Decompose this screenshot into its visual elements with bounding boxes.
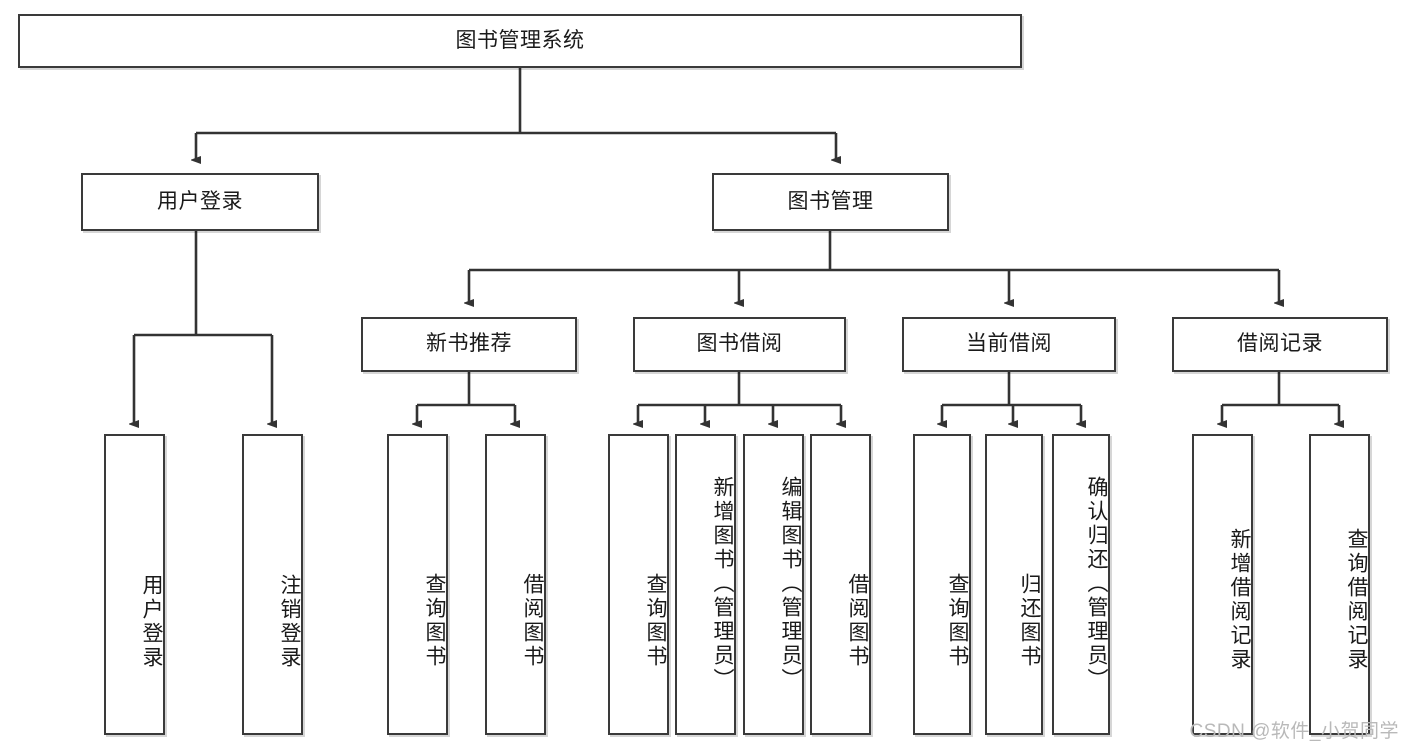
node-leaf-borrow-book-1[interactable]: 借阅图书: [485, 434, 546, 735]
node-leaf-borrow-book-2[interactable]: 借阅图书: [810, 434, 871, 735]
node-leaf-query-record-label: 查询借阅记录: [1345, 527, 1368, 672]
node-leaf-query-record[interactable]: 查询借阅记录: [1309, 434, 1370, 735]
node-leaf-return-book-label: 归还图书: [1018, 572, 1041, 669]
node-current-borrow[interactable]: 当前借阅: [902, 317, 1116, 372]
node-book-borrow-label: 图书借阅: [696, 332, 783, 356]
node-leaf-add-record-label: 新增借阅记录: [1228, 527, 1251, 672]
node-book-borrow[interactable]: 图书借阅: [633, 317, 846, 372]
node-leaf-query-book-3-label: 查询图书: [946, 572, 969, 669]
node-leaf-add-record[interactable]: 新增借阅记录: [1192, 434, 1253, 735]
node-user-login-label: 用户登录: [157, 189, 243, 213]
node-leaf-query-book-1[interactable]: 查询图书: [387, 434, 448, 735]
node-borrow-record[interactable]: 借阅记录: [1172, 317, 1388, 372]
node-leaf-add-book[interactable]: 新增图书（管理员）: [675, 434, 736, 735]
watermark: CSDN @软件_小贺同学: [1189, 721, 1399, 742]
node-leaf-edit-book[interactable]: 编辑图书（管理员）: [743, 434, 804, 735]
node-leaf-borrow-book-1-label: 借阅图书: [521, 572, 544, 669]
node-book-manage-label: 图书管理: [787, 189, 874, 213]
node-leaf-query-book-3[interactable]: 查询图书: [913, 434, 971, 735]
node-leaf-query-book-1-label: 查询图书: [423, 572, 446, 669]
node-root-label: 图书管理系统: [455, 28, 585, 52]
node-leaf-user-login[interactable]: 用户登录: [104, 434, 165, 735]
node-leaf-user-login-label: 用户登录: [140, 573, 163, 670]
node-new-book-recommend[interactable]: 新书推荐: [361, 317, 577, 372]
node-leaf-confirm-return-label: 确认归还（管理员）: [1085, 475, 1108, 692]
node-leaf-query-book-2-label: 查询图书: [644, 572, 667, 669]
node-leaf-return-book[interactable]: 归还图书: [985, 434, 1043, 735]
node-new-book-recommend-label: 新书推荐: [426, 332, 512, 356]
node-book-manage[interactable]: 图书管理: [712, 173, 949, 231]
node-borrow-record-label: 借阅记录: [1237, 332, 1323, 356]
node-leaf-query-book-2[interactable]: 查询图书: [608, 434, 669, 735]
node-leaf-edit-book-label: 编辑图书（管理员）: [779, 475, 802, 692]
node-leaf-user-logout-label: 注销登录: [278, 573, 301, 670]
node-user-login[interactable]: 用户登录: [81, 173, 319, 231]
node-leaf-user-logout[interactable]: 注销登录: [242, 434, 303, 735]
node-leaf-add-book-label: 新增图书（管理员）: [711, 475, 734, 692]
node-current-borrow-label: 当前借阅: [966, 332, 1052, 356]
node-leaf-borrow-book-2-label: 借阅图书: [846, 572, 869, 669]
node-leaf-confirm-return[interactable]: 确认归还（管理员）: [1052, 434, 1110, 735]
node-root[interactable]: 图书管理系统: [18, 14, 1022, 68]
